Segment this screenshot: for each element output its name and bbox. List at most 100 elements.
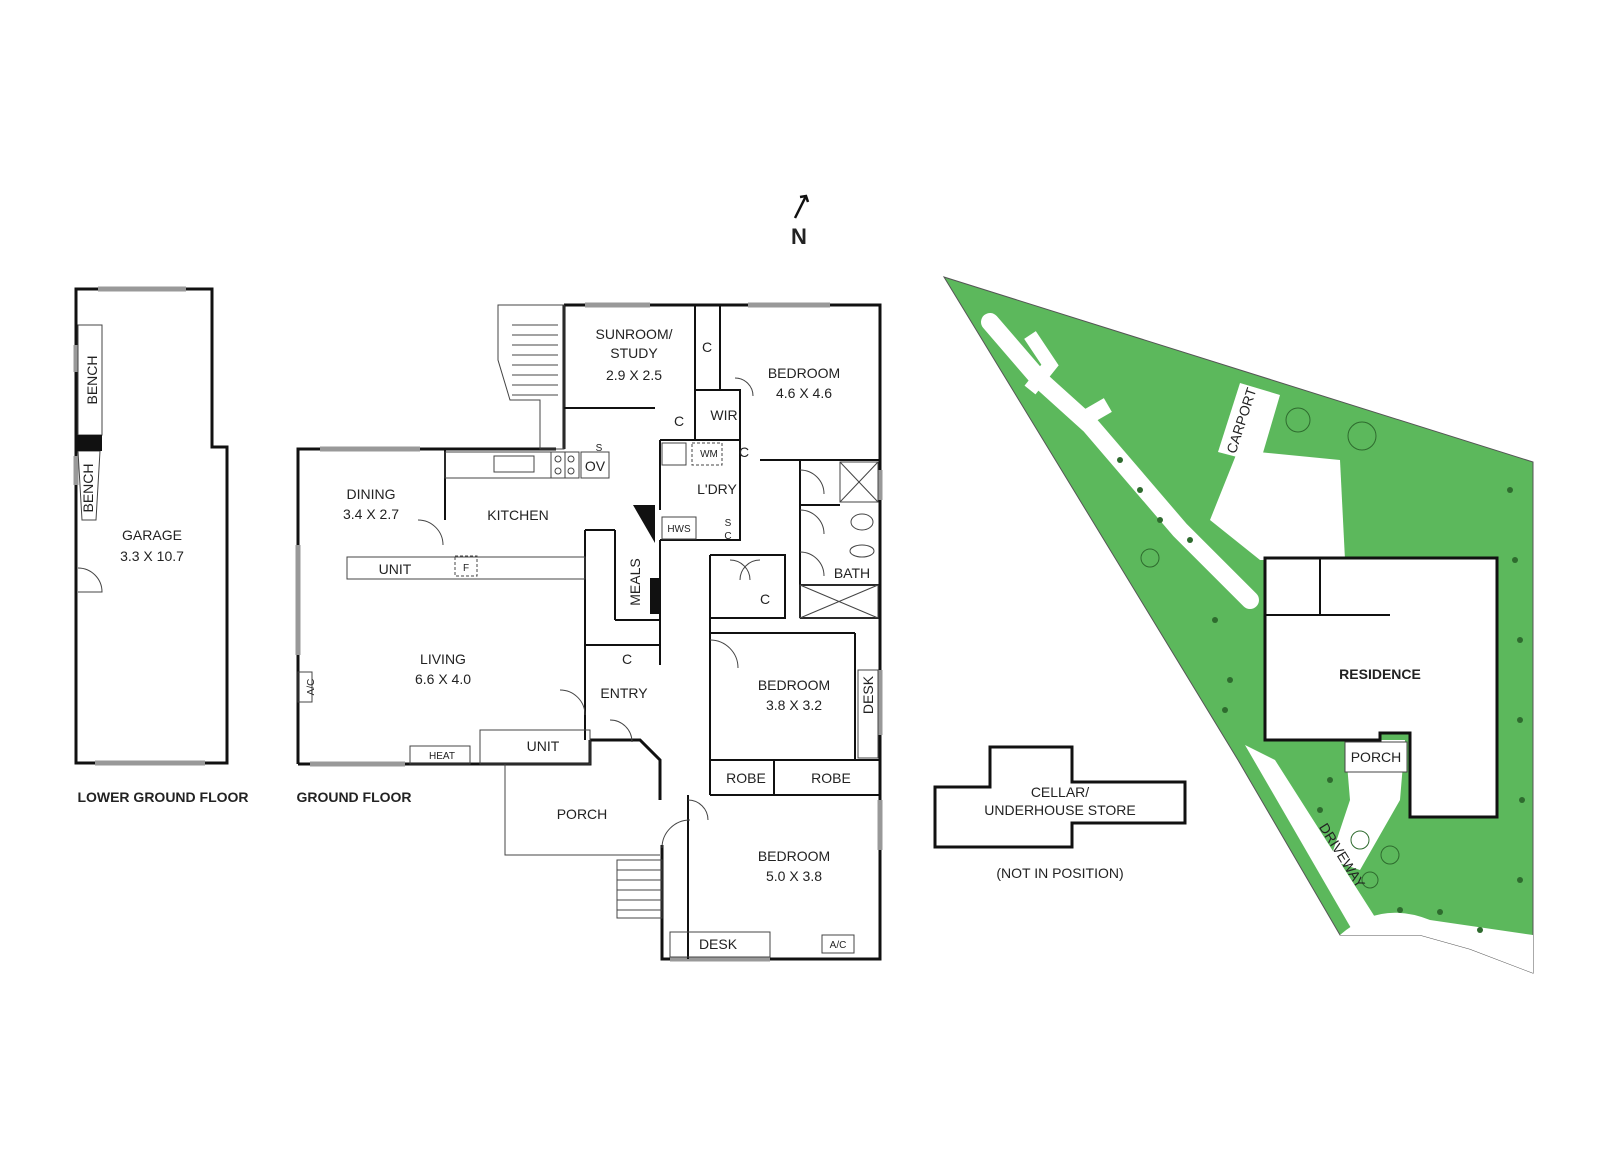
lower-ground-floor [73, 286, 229, 766]
ground-floor [295, 302, 883, 962]
kitchen-bench [444, 451, 566, 479]
carport-slab [1218, 383, 1280, 463]
closet-wir: C [674, 413, 684, 429]
laundry-label: L'DRY [697, 481, 737, 497]
fridge-box [454, 555, 478, 577]
cooktop-icon [550, 451, 580, 479]
garage-walls [74, 287, 229, 765]
living-name: LIVING [420, 651, 466, 667]
dining-name: DINING [347, 486, 396, 502]
tree-icons [1140, 407, 1400, 889]
washing-machine-label: WM [700, 449, 718, 460]
residence-footprint [1263, 556, 1499, 819]
wir-label: WIR [710, 407, 737, 423]
kitchen-label: KITCHEN [487, 507, 548, 523]
cellar-note: (NOT IN POSITION) [996, 865, 1123, 881]
desk-bottom-box [669, 931, 771, 958]
ac-living-label: A/C [306, 679, 317, 696]
desk-side-label: DESK [860, 675, 876, 714]
fridge-label: F [463, 563, 469, 574]
porch-outline [504, 764, 660, 856]
washing-machine-box [691, 442, 723, 466]
stairs-north [497, 304, 565, 450]
unit-bench-upper [346, 556, 586, 580]
ac-living-box [297, 671, 313, 703]
stairs-north-treads [512, 324, 558, 396]
site-plan [942, 276, 1534, 974]
closet-entry: C [622, 651, 632, 667]
cellar-name-2: UNDERHOUSE STORE [984, 802, 1135, 818]
ac-bedroom-box [821, 934, 855, 954]
north-label: N [791, 224, 807, 249]
garage-door-swing [77, 567, 103, 593]
bedroom-s-name: BEDROOM [758, 848, 830, 864]
bedroom-mid-size: 3.8 X 3.2 [766, 697, 822, 713]
sunroom-size: 2.9 X 2.5 [606, 367, 662, 383]
unit-upper-label: UNIT [379, 561, 412, 577]
garage-post [77, 435, 102, 451]
desk-side-box [857, 669, 879, 759]
sunroom-name-1: SUNROOM/ [596, 326, 673, 342]
cellar-walls [933, 745, 1187, 849]
hws-box [661, 516, 697, 540]
ac-bedroom-label: A/C [830, 940, 847, 951]
entry-wall [590, 738, 662, 800]
bedroom-ne-name: BEDROOM [768, 365, 840, 381]
trough-icon [661, 442, 687, 466]
driveway-spur [1024, 331, 1059, 395]
bedroom-s-size: 5.0 X 3.8 [766, 868, 822, 884]
north-arrow-icon [793, 194, 810, 219]
closet-laundry: C [739, 444, 749, 460]
porch-steps [616, 859, 663, 919]
ground-floor-caption: GROUND FLOOR [296, 789, 411, 805]
bath-tub-box [799, 584, 879, 619]
bedroom-ne-size: 4.6 X 4.6 [776, 385, 832, 401]
living-size: 6.6 X 4.0 [415, 671, 471, 687]
sunroom-name-2: STUDY [610, 345, 658, 361]
bench-upper-label: BENCH [84, 355, 100, 404]
hws-label: HWS [667, 524, 691, 535]
residence-label: RESIDENCE [1339, 666, 1421, 682]
garage-size: 3.3 X 10.7 [120, 548, 184, 564]
driveway-upper [981, 313, 1259, 609]
cooktop-burners [554, 455, 575, 475]
unit-bench-lower [479, 729, 591, 765]
closet-hall: C [760, 591, 770, 607]
carport-clearing [1210, 450, 1345, 560]
sink-s-lower: S [725, 518, 732, 529]
robe-right-label: ROBE [811, 770, 851, 786]
driveway-lower [1245, 745, 1380, 935]
site-porch-label: PORCH [1351, 749, 1402, 765]
heater-box [409, 745, 471, 765]
shower-box [839, 461, 879, 503]
bath-label: BATH [834, 565, 870, 581]
chimney-black-triangle [633, 505, 655, 543]
oven-box [580, 451, 610, 479]
residence-porch-box [1344, 741, 1408, 773]
porch-step-treads [617, 869, 662, 911]
cellar-name-1: CELLAR/ [1031, 784, 1089, 800]
oven-label: OV [585, 458, 606, 474]
sink-icon [493, 455, 535, 473]
driveway-landing [1076, 398, 1112, 428]
robe-left-label: ROBE [726, 770, 766, 786]
shrub-dots [1117, 457, 1525, 933]
living-outer-wall [296, 447, 556, 764]
meals-label: MEALS [627, 558, 643, 605]
entry-label: ENTRY [600, 685, 648, 701]
meals-black-bar [650, 578, 660, 614]
heater-label: HEAT [429, 751, 455, 762]
bedroom-mid-name: BEDROOM [758, 677, 830, 693]
driveway-turn [1340, 912, 1533, 973]
basin-icon [849, 544, 875, 558]
closet-sunroom: C [702, 339, 712, 355]
lower-ground-floor-caption: LOWER GROUND FLOOR [77, 789, 248, 805]
sink-s-upper: S [596, 443, 603, 454]
garage-name: GARAGE [122, 527, 182, 543]
porch-label: PORCH [557, 806, 608, 822]
dining-size: 3.4 X 2.7 [343, 506, 399, 522]
desk-bottom-label: DESK [699, 936, 738, 952]
toilet-icon [850, 513, 874, 531]
